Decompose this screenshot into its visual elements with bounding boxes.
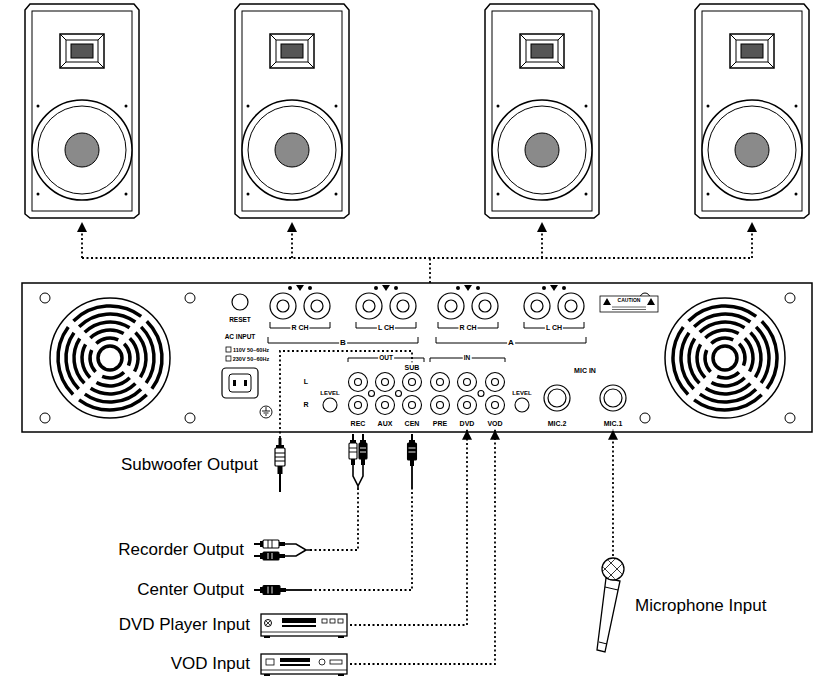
rca-plug-pair: [254, 537, 310, 563]
voltage-checkbox: [226, 356, 231, 361]
panel-label: R CH: [458, 324, 477, 332]
jack-label: MIC.1: [602, 418, 625, 430]
mic-jack: [544, 385, 626, 411]
device-node: Recorder Output: [118, 537, 310, 563]
panel-label: B: [339, 339, 347, 348]
device-node: Microphone Input: [577, 556, 766, 656]
panel-label: OUT: [378, 354, 394, 361]
rca-plug: [268, 438, 292, 492]
signal-cable: [350, 430, 495, 664]
speaker: [485, 4, 599, 218]
device-node: Subwoofer Output: [121, 438, 292, 492]
jack-label: SUB: [403, 362, 422, 374]
device-label: Subwoofer Output: [121, 455, 258, 475]
rca-jack: [349, 373, 505, 415]
polarity-icon: [288, 285, 566, 291]
jack-label: MIC.2: [546, 418, 569, 430]
device-label: VOD Input: [171, 654, 250, 674]
panel-label: IN: [463, 354, 472, 361]
jack-label: DVD: [458, 418, 477, 430]
signal-cable: [310, 488, 412, 590]
rca-plug: [400, 434, 424, 488]
jack-node: DVD: [458, 418, 477, 430]
ground-symbol: [260, 406, 272, 418]
jack-label: PRE: [431, 418, 449, 430]
panel-label: R CH: [290, 324, 309, 332]
voltage-checkbox: [226, 347, 231, 352]
level-knob: [323, 398, 529, 412]
device-label: Center Output: [137, 580, 244, 600]
jack-label: VOD: [485, 418, 504, 430]
jack-node: CEN: [400, 418, 424, 488]
jack-node: MIC.2: [546, 418, 569, 430]
rca-plug: [254, 577, 310, 603]
jack-label: AUX: [376, 418, 395, 430]
speaker: [235, 4, 349, 218]
rca-plug-pair: [346, 434, 370, 488]
panel-label: AC INPUT: [224, 333, 257, 340]
panel-label: CAUTION: [617, 298, 642, 304]
fan-grille: [36, 284, 183, 431]
signal-cable: [612, 430, 614, 556]
signal-cable: [280, 351, 412, 438]
fan-grille: [651, 284, 798, 431]
jack-node: AUX: [376, 418, 395, 430]
jack-label: CEN: [403, 418, 422, 430]
speaker-terminal: [270, 293, 584, 319]
jack-node: REC: [346, 418, 370, 488]
vod-player: [260, 652, 350, 676]
panel-label: L CH: [377, 324, 395, 332]
speaker-wire: [82, 222, 752, 283]
panel-label: MIC IN: [573, 367, 597, 375]
jack-node: VOD: [485, 418, 504, 430]
device-node: DVD Player Input: [119, 612, 350, 638]
device-node: VOD Input: [171, 652, 350, 676]
amplifier-panel: [22, 283, 812, 432]
panel-label: LEVEL: [319, 390, 340, 397]
reset-button: [232, 294, 248, 310]
jack-node: SUB: [403, 362, 422, 374]
device-label: Microphone Input: [635, 596, 766, 616]
speaker: [25, 4, 139, 218]
caution-sticker: [600, 296, 658, 312]
panel-label: A: [507, 339, 515, 348]
panel-label: L CH: [545, 324, 563, 332]
panel-label: 110V 50~60Hz: [232, 346, 270, 352]
screw-hole: [40, 293, 795, 423]
dvd-player: [260, 612, 350, 638]
panel-label: LEVEL: [511, 390, 532, 397]
jack-node: PRE: [431, 418, 449, 430]
panel-label: R: [302, 401, 309, 409]
device-node: Center Output: [137, 577, 310, 603]
panel-label: 230V 50~60Hz: [232, 355, 271, 361]
speaker: [695, 4, 809, 218]
jack-label: REC: [349, 418, 368, 430]
power-socket: [222, 368, 258, 398]
bracket: [268, 322, 586, 362]
signal-cable: [310, 488, 358, 550]
device-label: DVD Player Input: [119, 615, 250, 635]
jack-node: MIC.1: [602, 418, 625, 430]
signal-cable: [350, 430, 467, 625]
panel-label: RESET: [228, 316, 252, 323]
device-label: Recorder Output: [118, 540, 244, 560]
microphone: [577, 556, 627, 656]
panel-label: L: [303, 378, 309, 386]
